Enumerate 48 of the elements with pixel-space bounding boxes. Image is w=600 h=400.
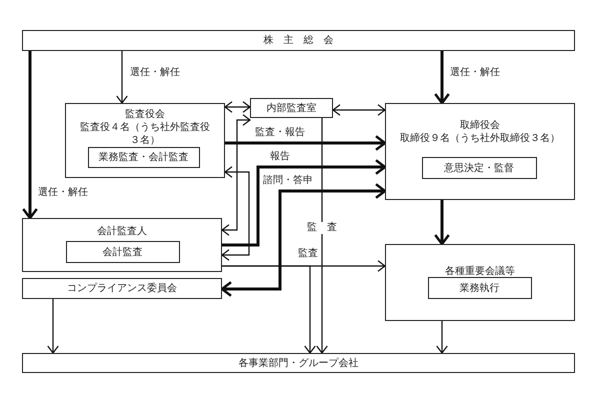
box-title: 取締役会 bbox=[459, 119, 501, 132]
org-box bbox=[65, 103, 225, 178]
org-box bbox=[385, 244, 575, 321]
org-box bbox=[385, 103, 575, 200]
arrow bbox=[434, 51, 450, 104]
box-title: 業務執行 bbox=[460, 282, 500, 294]
box-subtitle: 取締役９名（うち社外取締役３名） bbox=[399, 132, 561, 145]
function-box bbox=[88, 146, 200, 168]
edge-label: 監査・報告 bbox=[253, 127, 307, 139]
arrow bbox=[434, 200, 450, 246]
edge-label: 選任・解任 bbox=[128, 67, 182, 79]
org-box bbox=[250, 98, 333, 118]
function-box bbox=[428, 276, 532, 298]
arrow bbox=[47, 299, 59, 354]
box-title: 監査役会 bbox=[124, 108, 166, 121]
arrow bbox=[222, 265, 316, 354]
box-subtitle: 監査役４名（うち社外監査役３名） bbox=[79, 121, 211, 147]
box-title: 会計監査 bbox=[102, 246, 142, 258]
box-title: 各種重要会議等 bbox=[445, 265, 515, 278]
arrow bbox=[224, 101, 251, 113]
org-box bbox=[22, 353, 575, 373]
arrow bbox=[220, 183, 386, 297]
box-title: 意思決定・監督 bbox=[444, 162, 514, 174]
box-title: コンプライアンス委員会 bbox=[67, 282, 177, 295]
arrow bbox=[225, 135, 386, 151]
edge-label: 選任・解任 bbox=[448, 67, 502, 79]
org-box bbox=[22, 218, 222, 272]
box-title: 業務監査・会計監査 bbox=[98, 150, 188, 164]
box-title: 内部監査室 bbox=[266, 102, 316, 115]
arrow bbox=[116, 51, 128, 104]
function-box bbox=[422, 156, 536, 178]
arrow bbox=[436, 321, 448, 354]
function-box bbox=[66, 240, 180, 262]
arrow bbox=[332, 104, 386, 116]
box-title: 各事業部門・グループ会社 bbox=[238, 357, 358, 370]
box-title: 株 主 総 会 bbox=[264, 34, 334, 47]
edge-label: 監査 bbox=[296, 248, 320, 260]
edge-label: 選任・解任 bbox=[36, 187, 90, 199]
arrow bbox=[221, 114, 251, 236]
box-title: 会計監査人 bbox=[97, 225, 147, 238]
arrow bbox=[221, 166, 250, 261]
arrow bbox=[22, 51, 38, 220]
arrow bbox=[222, 159, 386, 246]
org-box bbox=[22, 278, 222, 299]
edge-label: 報告 bbox=[268, 151, 292, 163]
org-box bbox=[22, 30, 575, 51]
edge-label: 監 査 bbox=[305, 222, 339, 234]
arrow bbox=[316, 118, 328, 354]
